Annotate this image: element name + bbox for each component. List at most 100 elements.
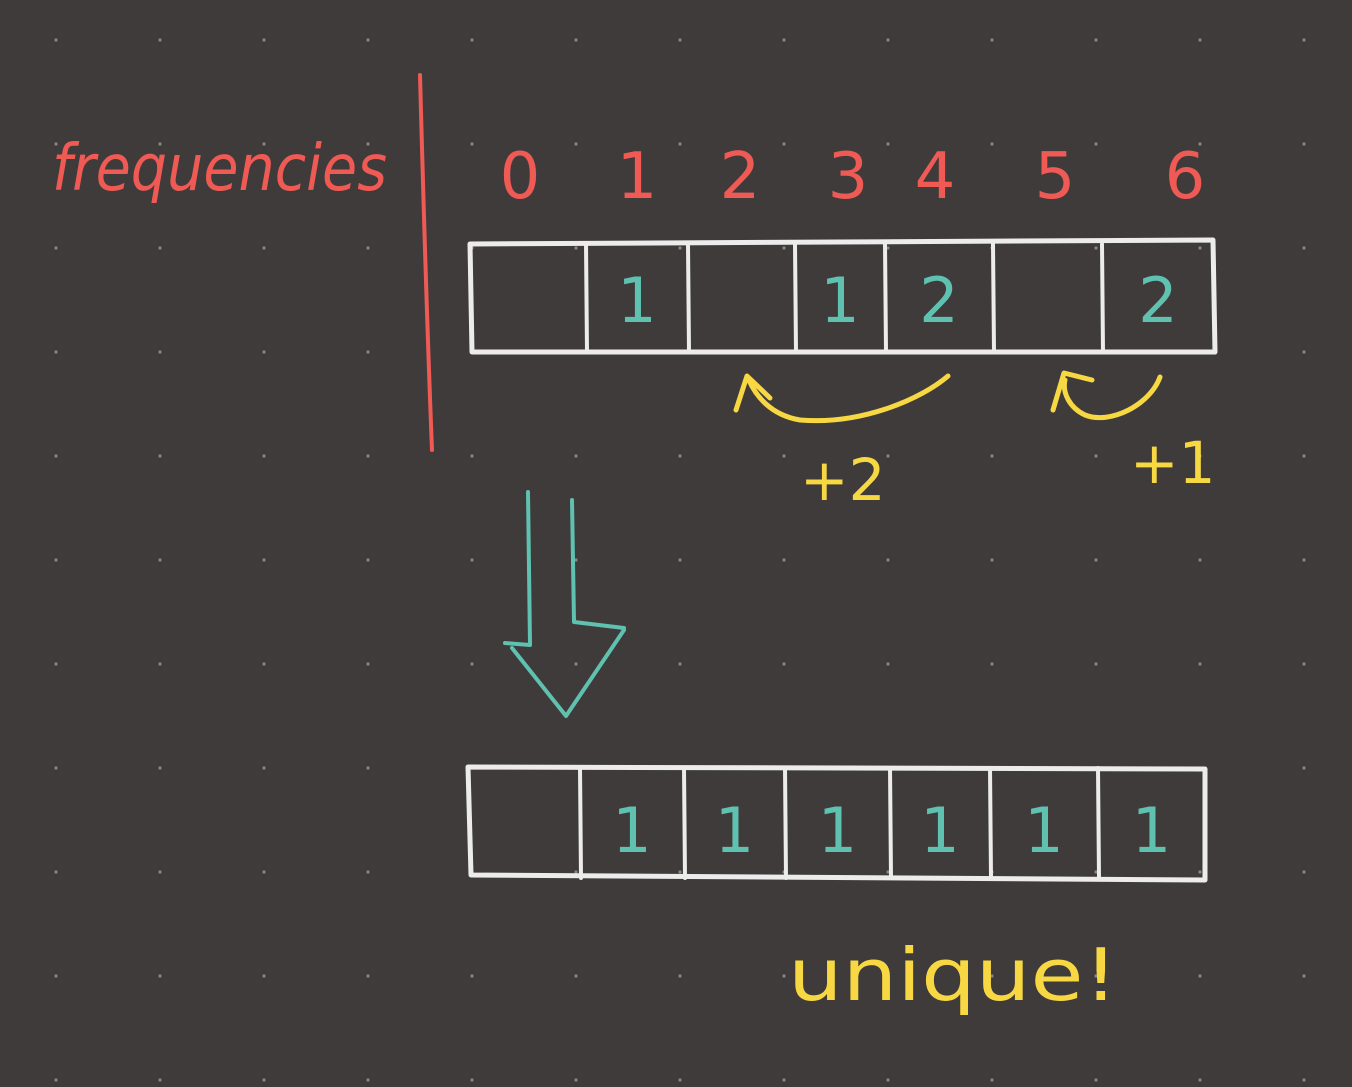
- index-label: 1: [617, 140, 658, 214]
- arrow-curve-left: [745, 373, 951, 424]
- grid-dot: [366, 38, 370, 42]
- grid-dot: [574, 870, 578, 874]
- grid-dot: [366, 350, 370, 354]
- grid-dot: [54, 246, 58, 250]
- grid-dot: [158, 246, 162, 250]
- grid-dot: [366, 246, 370, 250]
- grid-dot: [54, 350, 58, 354]
- grid-dot: [1094, 454, 1098, 458]
- grid-dot: [782, 246, 786, 250]
- top-array-cell-value: 1: [617, 264, 656, 337]
- bottom-array-cell-value: 1: [1132, 794, 1171, 867]
- grid-dot: [574, 246, 578, 250]
- grid-dot: [262, 38, 266, 42]
- grid-dot: [574, 38, 578, 42]
- grid-dot: [1302, 38, 1306, 42]
- grid-dot: [1094, 558, 1098, 562]
- grid-dot: [262, 870, 266, 874]
- grid-dot: [678, 246, 682, 250]
- grid-dot: [54, 142, 58, 146]
- top-array-cell-divider: [883, 242, 888, 354]
- grid-dot: [990, 142, 994, 146]
- grid-dot: [678, 142, 682, 146]
- top-array-cell-divider: [991, 242, 996, 354]
- grid-dot: [886, 974, 890, 978]
- grid-dot: [1198, 870, 1202, 874]
- grid-dot: [366, 662, 370, 666]
- grid-dot: [366, 974, 370, 978]
- grid-dot: [1302, 350, 1306, 354]
- bottom-array-cell-divider: [578, 766, 583, 880]
- grid-dot: [990, 454, 994, 458]
- grid-dot: [1302, 558, 1306, 562]
- bottom-array-cell-divider: [682, 766, 687, 880]
- grid-dot: [1198, 974, 1202, 978]
- unique-annotation: unique!: [788, 933, 1118, 1017]
- grid-dot: [158, 454, 162, 458]
- grid-dot: [158, 974, 162, 978]
- grid-dot: [54, 454, 58, 458]
- grid-dot: [886, 870, 890, 874]
- grid-dot: [262, 246, 266, 250]
- index-label: 4: [915, 140, 956, 214]
- grid-dot: [990, 38, 994, 42]
- grid-dot: [470, 142, 474, 146]
- grid-dot: [782, 142, 786, 146]
- grid-dot: [1198, 142, 1202, 146]
- grid-dot: [366, 766, 370, 770]
- grid-dot: [158, 350, 162, 354]
- grid-dot: [886, 246, 890, 250]
- grid-dot: [158, 870, 162, 874]
- grid-dot: [574, 1078, 578, 1082]
- grid-dot: [1302, 766, 1306, 770]
- grid-dot: [54, 1078, 58, 1082]
- arrowhead-right: [1050, 370, 1095, 413]
- grid-dot: [1302, 142, 1306, 146]
- grid-dot: [678, 38, 682, 42]
- grid-dot: [678, 870, 682, 874]
- grid-dot: [158, 1078, 162, 1082]
- grid-dot: [262, 766, 266, 770]
- grid-dot: [1302, 870, 1306, 874]
- grid-dot: [1198, 246, 1202, 250]
- grid-dot: [886, 142, 890, 146]
- grid-dot: [262, 1078, 266, 1082]
- grid-dot: [990, 1078, 994, 1082]
- grid-dot: [366, 558, 370, 562]
- bottom-array-frame: [465, 764, 1208, 883]
- grid-dot: [54, 974, 58, 978]
- grid-dot: [158, 38, 162, 42]
- grid-dot: [366, 454, 370, 458]
- grid-dot: [574, 454, 578, 458]
- grid-dot: [366, 142, 370, 146]
- top-array-cell-divider: [686, 242, 691, 354]
- index-label: 0: [500, 140, 541, 214]
- grid-dot: [262, 662, 266, 666]
- grid-dot: [1302, 246, 1306, 250]
- grid-dot: [886, 454, 890, 458]
- grid-dot: [1094, 1078, 1098, 1082]
- grid-dot: [1302, 454, 1306, 458]
- grid-dot: [886, 662, 890, 666]
- bottom-array-cell-divider: [1096, 766, 1101, 880]
- grid-dot: [678, 974, 682, 978]
- grid-dot: [54, 870, 58, 874]
- grid-dot: [1198, 38, 1202, 42]
- grid-dot: [1302, 662, 1306, 666]
- grid-dot: [54, 662, 58, 666]
- top-array-frame: [467, 237, 1218, 355]
- grid-dot: [366, 870, 370, 874]
- grid-dot: [782, 974, 786, 978]
- grid-dot: [1094, 974, 1098, 978]
- grid-dot: [158, 558, 162, 562]
- grid-dot: [262, 350, 266, 354]
- annotation-plus-two: +2: [800, 446, 886, 514]
- grid-dot: [366, 1078, 370, 1082]
- frequencies-label: frequencies: [52, 132, 387, 206]
- grid-dot: [1094, 38, 1098, 42]
